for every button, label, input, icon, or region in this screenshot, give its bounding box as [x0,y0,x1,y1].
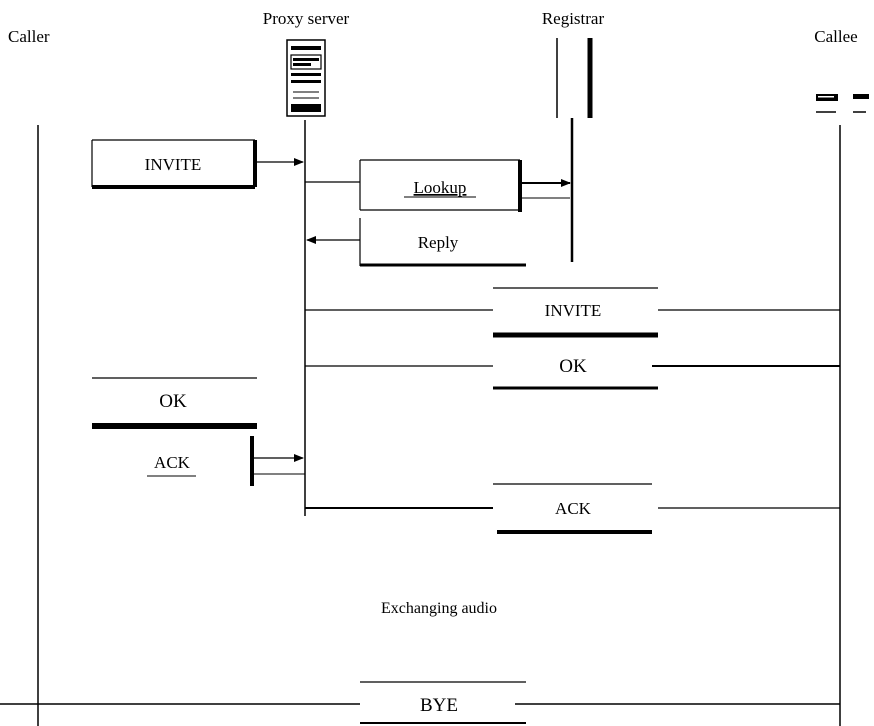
lookup-label: Lookup [414,178,467,197]
server-icon [286,39,326,117]
registrar-label: Registrar [542,9,605,28]
ok-callee-message: OK [305,356,840,390]
invite-caller-message: INVITE [91,139,304,189]
ack-callee-message: ACK [305,483,840,534]
invite-caller-label: INVITE [145,155,202,174]
callee-label: Callee [814,27,857,46]
bye-label: BYE [420,695,458,716]
invite-callee-label: INVITE [545,301,602,320]
bye-message: BYE [0,681,840,724]
ack-caller-label: ACK [154,453,191,472]
phone-icon [816,94,869,113]
ok-caller-message: OK [92,377,257,429]
registrar-icon [556,38,593,118]
ok-caller-label: OK [159,391,187,412]
exchanging-audio-label: Exchanging audio [381,600,497,617]
lookup-message: Lookup [305,159,571,212]
reply-message: Reply [306,218,526,267]
ack-callee-label: ACK [555,499,592,518]
reply-label: Reply [418,233,459,252]
invite-callee-message: INVITE [305,287,840,338]
proxy-server-label: Proxy server [263,9,350,28]
ok-callee-label: OK [559,356,587,377]
caller-label: Caller [8,27,50,46]
ack-caller-message: ACK [147,436,305,486]
